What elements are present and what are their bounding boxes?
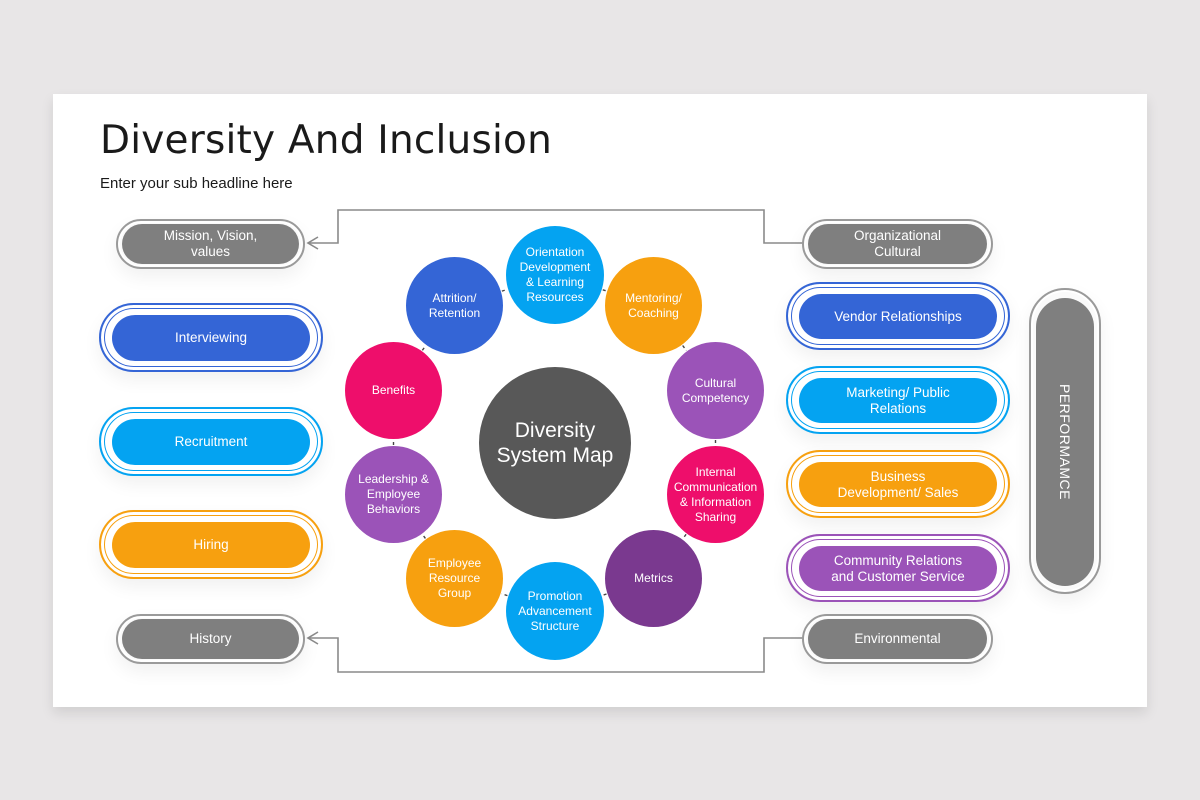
- pill-environmental[interactable]: Environmental: [802, 614, 993, 664]
- circle-label: Internal Communication & Information Sha…: [673, 464, 758, 524]
- circle-label: Employee Resource Group: [427, 556, 482, 600]
- pill-label: Environmental: [808, 619, 987, 659]
- circle-label: Attrition/ Retention: [428, 290, 481, 320]
- circle-label: Mentoring/ Coaching: [625, 290, 682, 320]
- circle-label: Benefits: [371, 383, 416, 397]
- circle-employee-resource-group[interactable]: Employee Resource Group: [406, 530, 503, 627]
- circle-label: Cultural Competency: [681, 375, 750, 405]
- circle-internal-communication[interactable]: Internal Communication & Information Sha…: [667, 446, 764, 543]
- pill-hiring[interactable]: Hiring: [99, 510, 323, 579]
- pill-business-development-sales[interactable]: Business Development/ Sales: [786, 450, 1010, 518]
- pill-label: Hiring: [112, 522, 310, 568]
- pill-marketing-public-relations[interactable]: Marketing/ Public Relations: [786, 366, 1010, 434]
- pill-vendor-relationships[interactable]: Vendor Relationships: [786, 282, 1010, 350]
- pill-label: History: [122, 619, 299, 659]
- pill-interviewing[interactable]: Interviewing: [99, 303, 323, 372]
- circle-promotion-advancement[interactable]: Promotion Advancement Structure: [506, 562, 604, 660]
- circle-metrics[interactable]: Metrics: [605, 530, 702, 627]
- circle-mentoring-coaching[interactable]: Mentoring/ Coaching: [605, 257, 702, 354]
- page-title: Diversity And Inclusion: [100, 118, 552, 163]
- circle-leadership-behaviors[interactable]: Leadership & Employee Behaviors: [345, 446, 442, 543]
- circle-label: Promotion Advancement Structure: [518, 588, 592, 633]
- performance-pill-body: PERFORMAMCE: [1036, 298, 1094, 586]
- center-diversity-system-map[interactable]: Diversity System Map: [479, 367, 631, 519]
- pill-label: Recruitment: [112, 419, 310, 465]
- circle-label: Leadership & Employee Behaviors: [358, 472, 429, 516]
- pill-label: Business Development/ Sales: [799, 462, 997, 507]
- pill-label: Organizational Cultural: [808, 224, 987, 264]
- circle-attrition-retention[interactable]: Attrition/ Retention: [406, 257, 503, 354]
- circle-label: Metrics: [634, 571, 673, 585]
- pill-organizational-cultural[interactable]: Organizational Cultural: [802, 219, 993, 269]
- sub-headline: Enter your sub headline here: [100, 175, 293, 192]
- circle-orientation-development[interactable]: Orientation Development & Learning Resou…: [506, 226, 604, 324]
- pill-recruitment[interactable]: Recruitment: [99, 407, 323, 476]
- pill-mission-vision-values[interactable]: Mission, Vision, values: [116, 219, 305, 269]
- circle-cultural-competency[interactable]: Cultural Competency: [667, 342, 764, 439]
- pill-label: Mission, Vision, values: [122, 224, 299, 264]
- circle-label: Orientation Development & Learning Resou…: [519, 245, 591, 304]
- performance-pill[interactable]: PERFORMAMCE: [1029, 288, 1101, 594]
- performance-label: PERFORMAMCE: [1057, 384, 1073, 500]
- pill-label: Community Relations and Customer Service: [799, 546, 997, 591]
- pill-label: Marketing/ Public Relations: [799, 378, 997, 423]
- pill-history[interactable]: History: [116, 614, 305, 664]
- pill-community-relations[interactable]: Community Relations and Customer Service: [786, 534, 1010, 602]
- circle-benefits[interactable]: Benefits: [345, 342, 442, 439]
- pill-label: Interviewing: [112, 315, 310, 361]
- pill-label: Vendor Relationships: [799, 294, 997, 339]
